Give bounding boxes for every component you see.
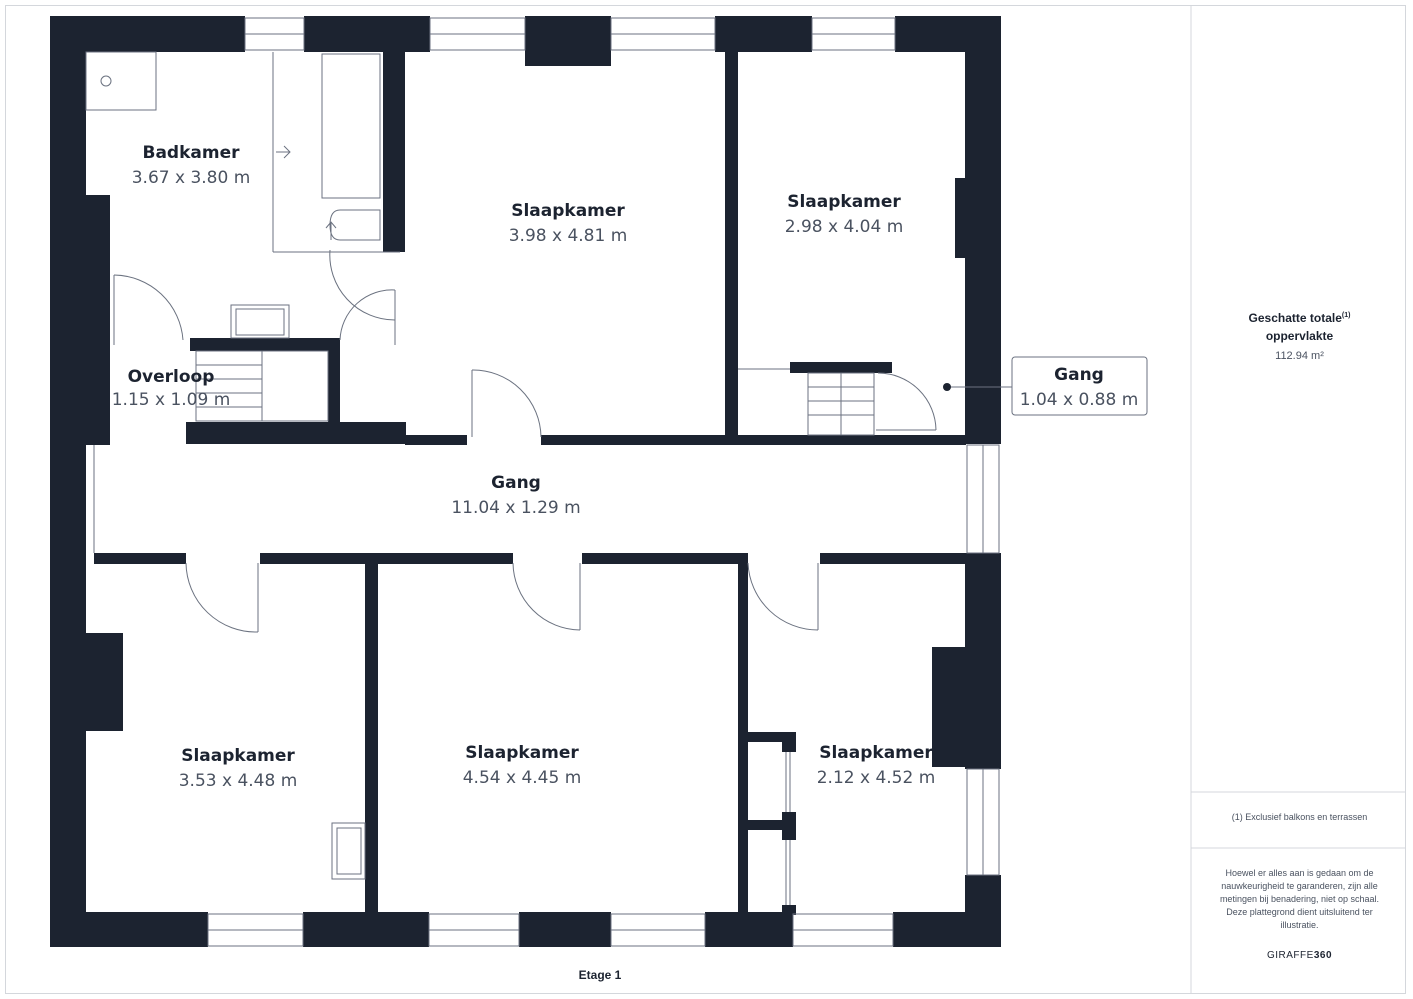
callout-box [1011,356,1148,416]
room-name-overloop: Overloop [128,367,215,387]
room-name-gang-main: Gang [491,473,541,493]
room-dims-slaapkamer-top-right: 2.98 x 4.04 m [785,217,904,237]
room-name-gang-small: Gang [1054,365,1104,385]
room-dims-gang-main: 11.04 x 1.29 m [451,498,580,518]
brand-logo: GIRAFFE360 [1192,950,1407,961]
room-dims-slaapkamer-top-mid: 3.98 x 4.81 m [509,226,628,246]
page-frame [5,5,1406,994]
room-dims-overloop: 1.15 x 1.09 m [112,390,231,410]
room-dims-gang-small: 1.04 x 0.88 m [1020,390,1139,410]
disclaimer: Hoewel er alles aan is gedaan om de nauw… [1219,868,1380,930]
room-name-slaapkamer-bottom-mid: Slaapkamer [465,743,579,763]
total-area-footnote-marker: (1) [1341,312,1351,319]
room-name-slaapkamer-top-mid: Slaapkamer [511,201,625,221]
room-name-badkamer: Badkamer [142,143,240,163]
brand-prefix: GIRAFFE [1266,950,1314,961]
total-area-value: 112.94 m² [1275,350,1324,362]
fixtures [85,17,1012,947]
walls [50,16,1001,947]
room-dims-slaapkamer-bottom-mid: 4.54 x 4.45 m [463,768,582,788]
footnote: (1) Exclusief balkons en terrassen [1231,812,1368,822]
total-area-heading-line2: oppervlakte [1265,329,1334,343]
room-dims-slaapkamer-bottom-right: 2.12 x 4.52 m [817,768,936,788]
floor-label: Etage 1 [578,968,622,982]
room-dims-badkamer: 3.67 x 3.80 m [132,168,251,188]
room-name-slaapkamer-bottom-right: Slaapkamer [819,743,933,763]
callout-dot [943,383,951,391]
total-area-heading: Geschatte totale(1) oppervlakte [1192,307,1407,345]
brand-suffix: 360 [1313,950,1333,961]
total-area-heading-line1: Geschatte totale [1248,311,1342,325]
room-name-slaapkamer-top-right: Slaapkamer [787,192,901,212]
room-name-slaapkamer-bottom-left: Slaapkamer [181,746,295,766]
room-dims-slaapkamer-bottom-left: 3.53 x 4.48 m [179,771,298,791]
